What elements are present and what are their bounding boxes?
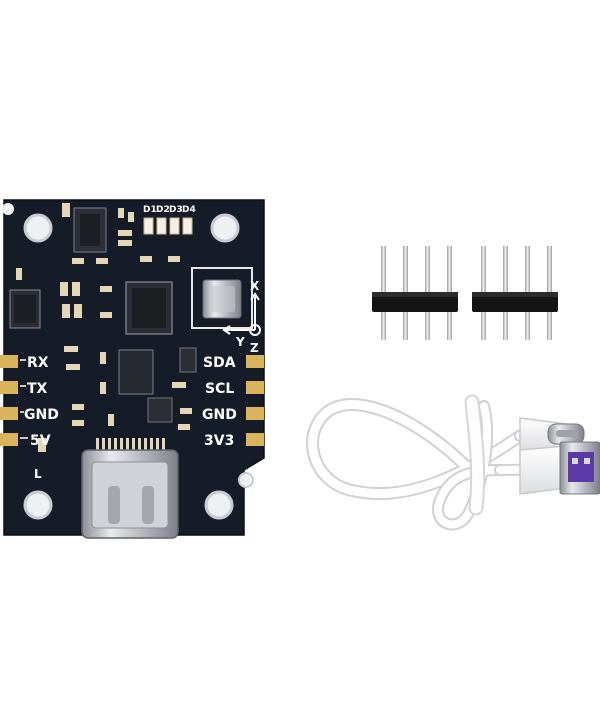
sensor-module — [191, 267, 253, 329]
pin-label-3v3: 3V3 — [204, 433, 234, 449]
pin-header-right — [472, 246, 558, 340]
pin-header-left — [372, 246, 458, 340]
usb-a-plug — [519, 441, 600, 495]
status-leds: D1 D2 D3 D4 — [143, 205, 196, 235]
cable-tie — [464, 394, 486, 516]
pin-label-tx: TX — [27, 381, 48, 397]
pin-label-scl: SCL — [205, 381, 234, 397]
left-pin-row: RX TX GND 5V — [0, 355, 59, 449]
led-label-d2: D2 — [156, 205, 170, 215]
led-label-d1: D1 — [143, 205, 157, 215]
pin-label-sda: SDA — [203, 355, 236, 371]
mounting-holes — [2, 203, 254, 520]
corner-mark-l: L — [34, 467, 42, 481]
axis-label-y: Y — [235, 335, 245, 349]
axis-label-x: X — [250, 279, 260, 293]
led-label-d3: D3 — [169, 205, 183, 215]
axis-indicator — [222, 292, 261, 336]
pin-label-5v: 5V — [30, 433, 51, 449]
led-label-d4: D4 — [182, 205, 196, 215]
ic-chips — [9, 207, 197, 423]
pin-label-rx: RX — [27, 355, 49, 371]
sensor-board: D1 D2 D3 D4 X Y Z RX TX GND 5V — [0, 199, 265, 539]
pin-label-gnd-left: GND — [24, 407, 59, 423]
smd-components — [16, 203, 192, 452]
axis-label-z: Z — [250, 341, 259, 355]
pin-label-gnd-right: GND — [202, 407, 237, 423]
right-pin-row: SDA SCL GND 3V3 — [202, 355, 264, 449]
usb-c-connector — [81, 438, 179, 539]
